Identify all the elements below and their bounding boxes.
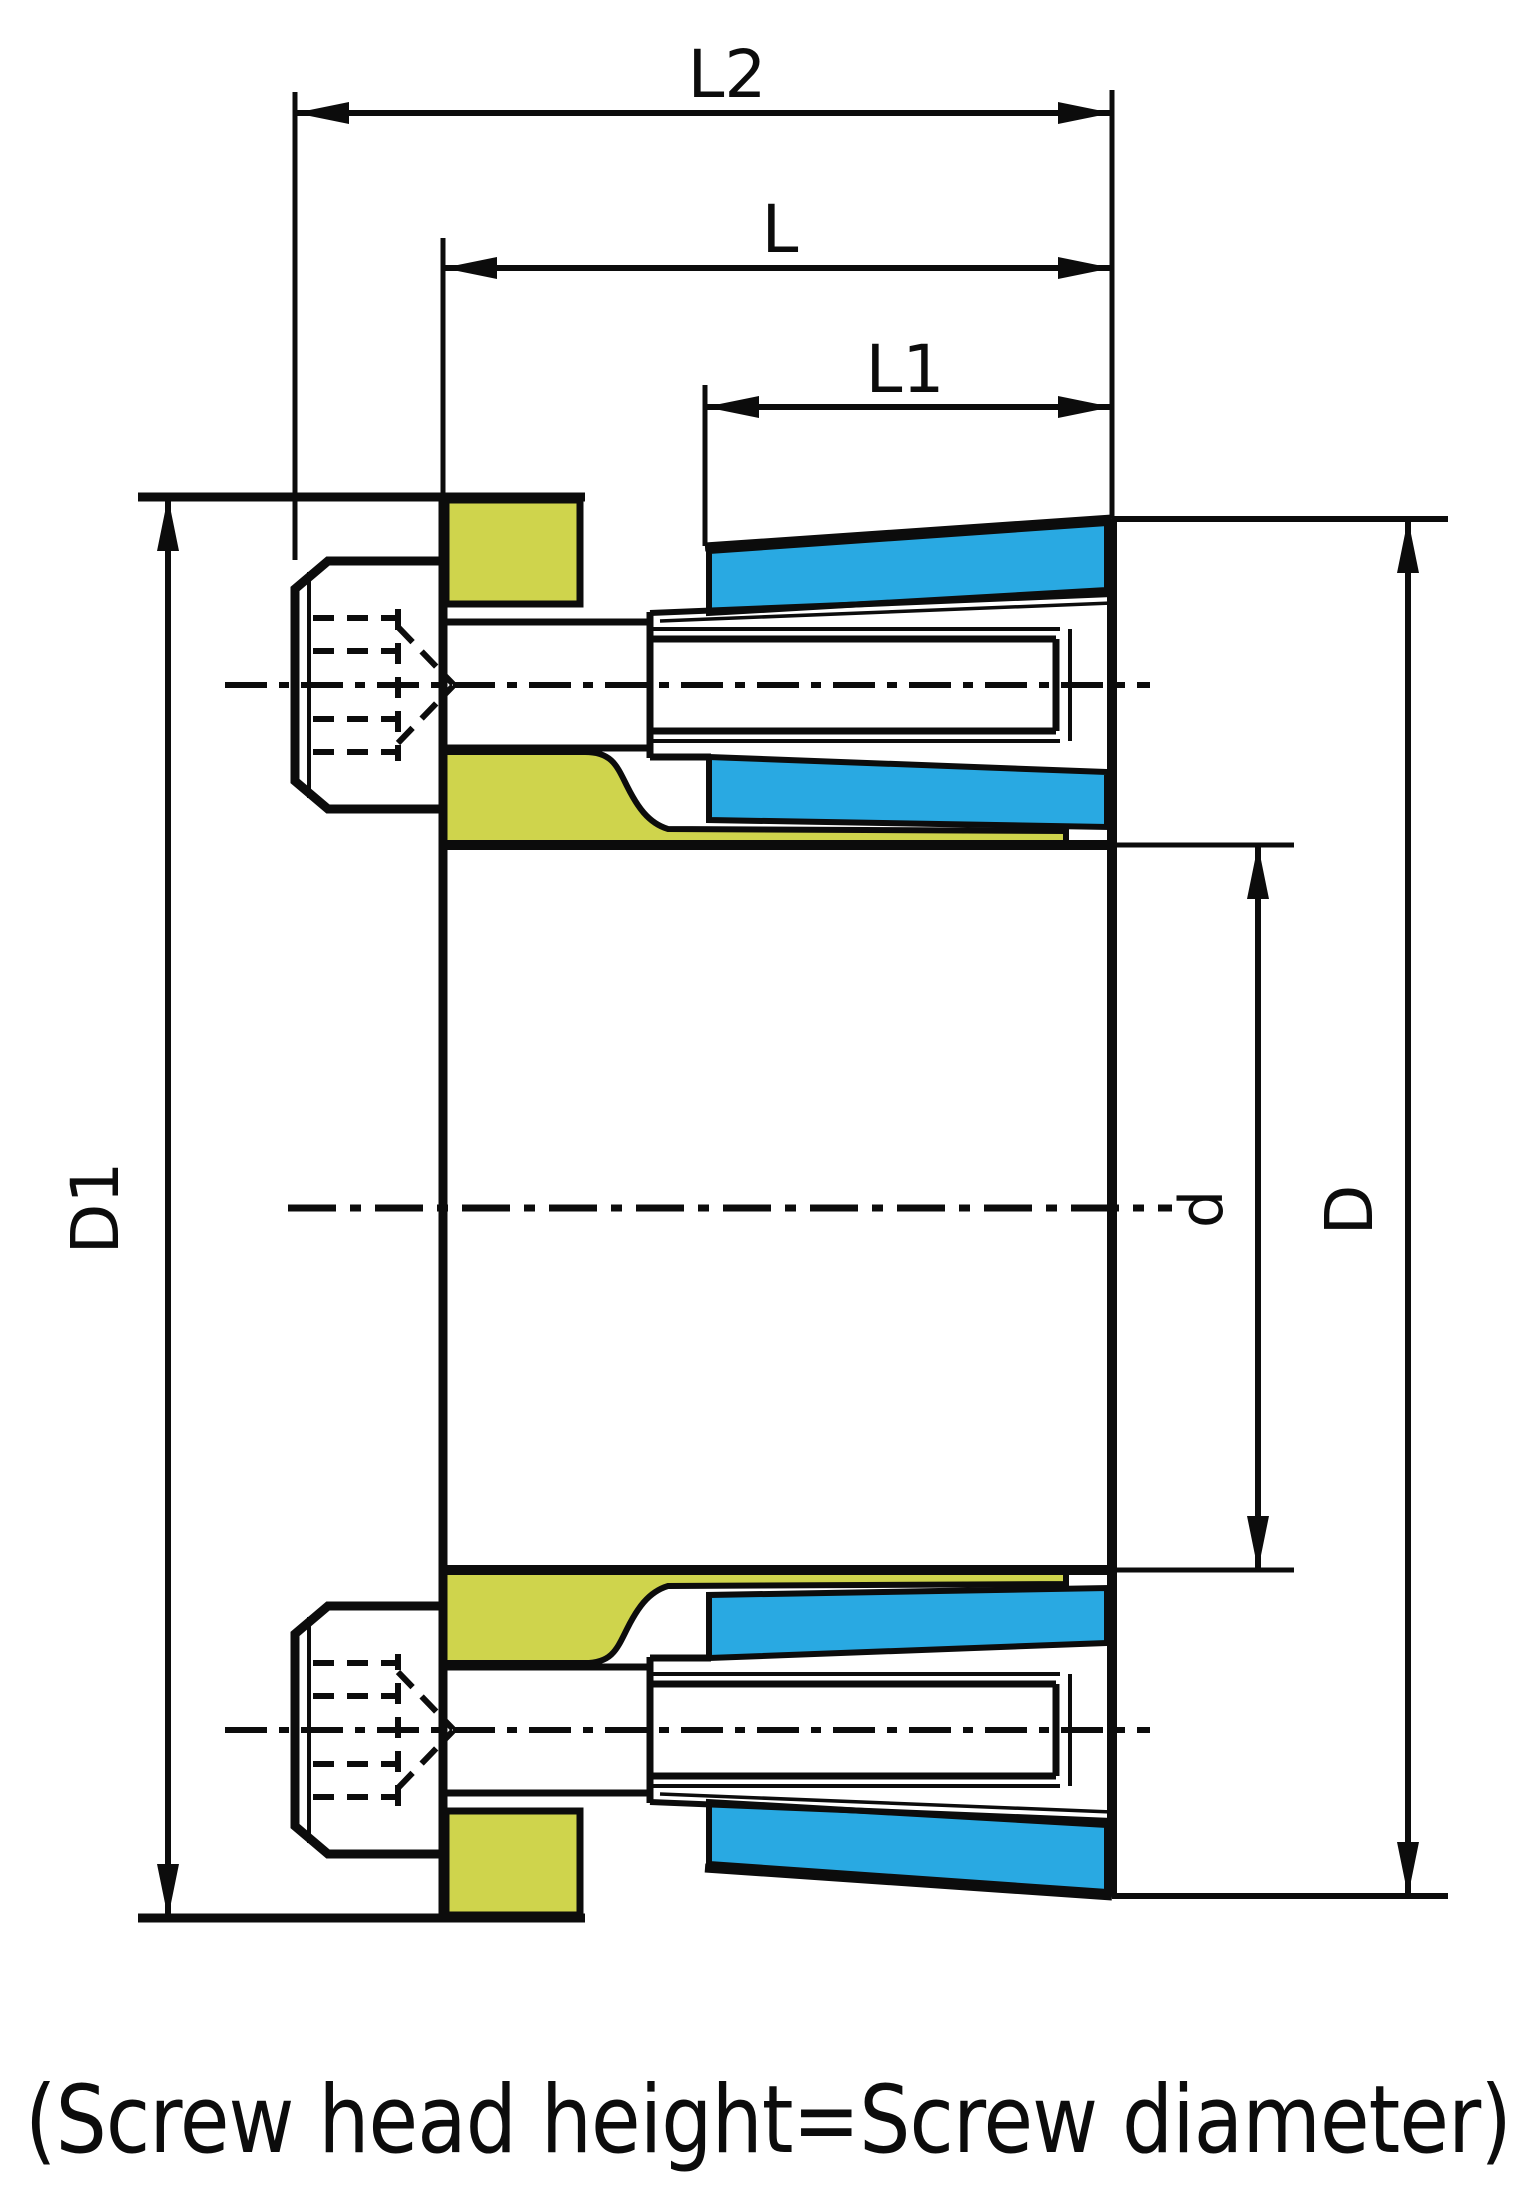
- dimension-L2: L2: [295, 36, 1112, 124]
- arrowhead-top: [157, 497, 179, 551]
- dim-label-L2: L2: [688, 36, 767, 113]
- arrowhead-bottom: [1247, 1516, 1269, 1570]
- screw-thread-lines: [652, 627, 1072, 743]
- dimension-D1: D1: [57, 497, 179, 1918]
- screw-head-outline: [290, 556, 443, 814]
- dimension-D: D: [1311, 519, 1419, 1896]
- tapered-collar-wedge: [440, 749, 1069, 846]
- dim-label-d: d: [1167, 1190, 1237, 1228]
- arrowhead-left: [443, 257, 497, 279]
- arrowhead-left: [295, 102, 349, 124]
- dimension-L1: L1: [705, 331, 1112, 418]
- arrowhead-top: [1247, 845, 1269, 899]
- hex-socket-hidden-lines: [313, 609, 456, 761]
- dim-label-D: D: [1311, 1185, 1388, 1236]
- arrowhead-left: [705, 396, 759, 418]
- dimension-L: L: [443, 191, 1112, 279]
- outer-sleeve-section-lower: [706, 753, 1110, 831]
- taper-interface-line: [649, 591, 1113, 616]
- assembly-half-section-mirrored: [138, 1570, 1112, 1918]
- outer-ring-top-edge: [704, 514, 1113, 552]
- dim-label-D1: D1: [57, 1162, 134, 1255]
- dim-label-L: L: [762, 191, 799, 268]
- arrowhead-top: [1397, 519, 1419, 573]
- taper-interface-line-thin: [659, 601, 1113, 623]
- dimension-d: d: [1167, 845, 1269, 1570]
- figure-caption: (Screw head height=Screw diameter): [25, 2066, 1511, 2175]
- arrowhead-right: [1058, 257, 1112, 279]
- dim-label-L1: L1: [866, 331, 945, 408]
- flange-collar-block: [442, 496, 584, 608]
- arrowhead-bottom: [157, 1864, 179, 1918]
- extension-lines: [292, 90, 1448, 1899]
- arrowhead-right: [1058, 102, 1112, 124]
- arrowhead-right: [1058, 396, 1112, 418]
- arrowhead-bottom: [1397, 1842, 1419, 1896]
- assembly-half-section: [138, 492, 1113, 850]
